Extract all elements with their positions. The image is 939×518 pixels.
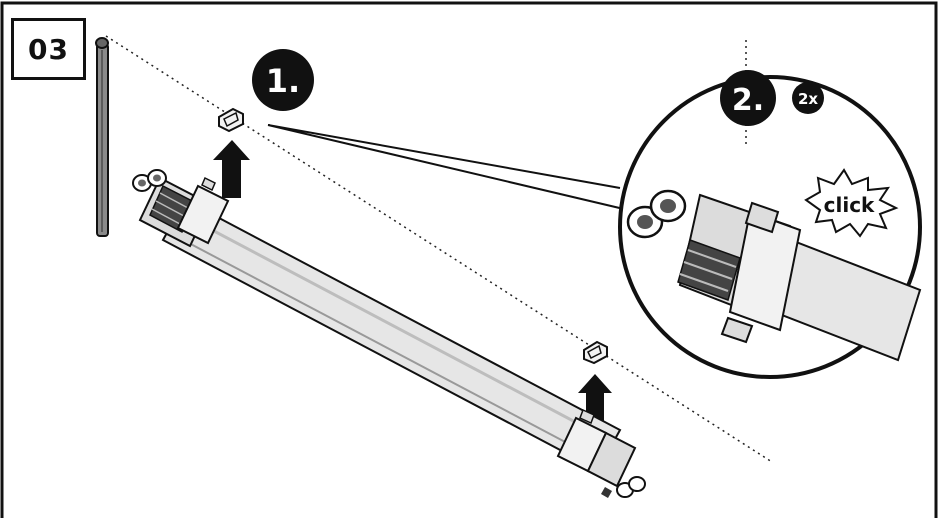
step-number: 03 bbox=[28, 32, 69, 66]
mounting-clip-icon bbox=[583, 340, 608, 365]
mounting-rod-icon bbox=[95, 37, 109, 237]
step1-label: 1. bbox=[266, 62, 300, 100]
step-number-box: 03 bbox=[11, 18, 86, 80]
callout-lines bbox=[267, 124, 629, 211]
arrow-up-icon bbox=[213, 140, 250, 198]
magnifier-circle-icon bbox=[618, 40, 922, 379]
click-burst-icon bbox=[804, 168, 899, 238]
step2-label: 2. bbox=[732, 83, 764, 118]
repeat-count-label: 2x bbox=[798, 90, 818, 108]
step2-badge: 2. 2x bbox=[720, 70, 824, 126]
click-label: click bbox=[824, 193, 875, 217]
mounting-clip-icon bbox=[218, 107, 244, 133]
luminaire-tube-icon bbox=[132, 169, 646, 498]
step1-badge: 1. bbox=[252, 49, 314, 111]
